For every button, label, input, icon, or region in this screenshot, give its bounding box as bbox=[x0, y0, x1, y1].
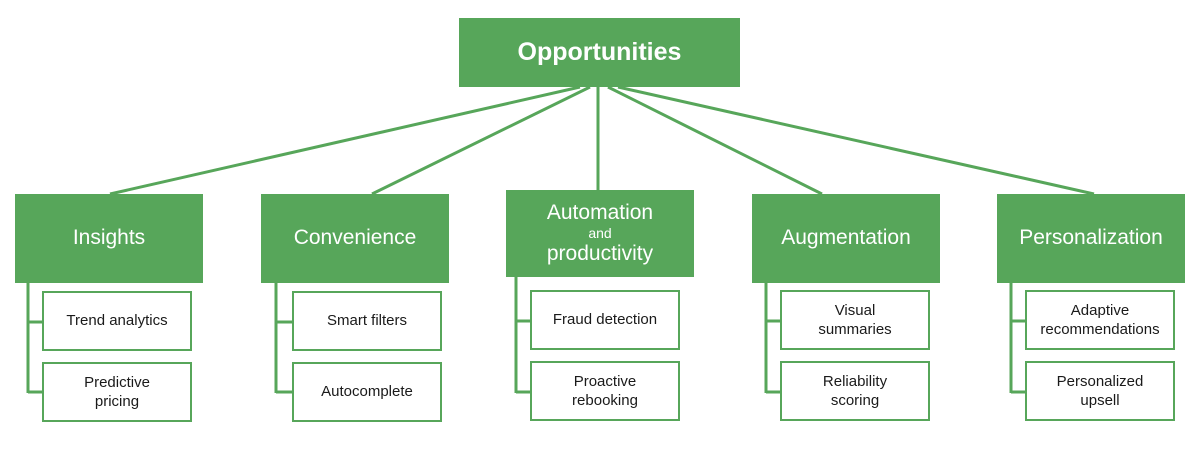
edge-root-personalization bbox=[617, 85, 1095, 196]
leaf-label-line: Adaptive bbox=[1070, 301, 1130, 319]
leaf-fraud-detection: Fraud detection bbox=[530, 290, 680, 350]
leaf-label-line: Personalized bbox=[1056, 372, 1144, 390]
leaf-reliability-scoring: Reliability scoring bbox=[780, 361, 930, 421]
root-label: Opportunities bbox=[517, 38, 682, 66]
category-label: Personalization bbox=[1019, 226, 1163, 250]
leaf-personalized-upsell: Personalized upsell bbox=[1025, 361, 1175, 421]
leaf-trend-analytics: Trend analytics bbox=[42, 291, 192, 351]
leaf-autocomplete: Autocomplete bbox=[292, 362, 442, 422]
leaf-label-line: recommendations bbox=[1040, 321, 1160, 338]
leaf-proactive-rebooking: Proactive rebooking bbox=[530, 361, 680, 421]
leaf-smart-filters: Smart filters bbox=[292, 291, 442, 351]
category-label: Augmentation bbox=[781, 226, 911, 250]
edge-root-convenience bbox=[371, 85, 591, 196]
leaf-label: Trend analytics bbox=[66, 312, 168, 330]
leaf-visual-summaries: Visual summaries bbox=[780, 290, 930, 350]
edge-root-insights bbox=[109, 85, 581, 196]
category-label: Insights bbox=[72, 226, 146, 250]
leaf-label-line: Visual bbox=[834, 301, 876, 319]
leaf-adaptive-recommendations: Adaptive recommendations bbox=[1025, 290, 1175, 350]
category-personalization: Personalization bbox=[997, 194, 1185, 283]
leaf-label-line: Predictive bbox=[84, 373, 150, 391]
leaf-label: Smart filters bbox=[326, 312, 407, 330]
leaf-label-line: Reliability bbox=[822, 372, 888, 390]
leaf-label-line: rebooking bbox=[572, 392, 638, 409]
leaf-label-line: pricing bbox=[94, 393, 140, 410]
leaf-label-line: Proactive bbox=[573, 372, 637, 390]
category-convenience: Convenience bbox=[261, 194, 449, 283]
category-label-line: and bbox=[588, 225, 612, 242]
leaf-label-line: summaries bbox=[818, 321, 892, 338]
leaf-predictive-pricing: Predictive pricing bbox=[42, 362, 192, 422]
category-label-line: Automation bbox=[546, 200, 654, 224]
category-augmentation: Augmentation bbox=[752, 194, 940, 283]
category-insights: Insights bbox=[15, 194, 203, 283]
category-label-line: productivity bbox=[546, 241, 654, 265]
leaf-label: Autocomplete bbox=[321, 383, 413, 401]
leaf-label-line: scoring bbox=[830, 392, 880, 409]
leaf-label: Fraud detection bbox=[552, 311, 658, 329]
category-label: Convenience bbox=[293, 226, 417, 250]
root-node: Opportunities bbox=[459, 18, 740, 87]
category-automation-and-productivity: Automation and productivity bbox=[506, 190, 694, 277]
edge-root-augmentation bbox=[607, 85, 823, 196]
leaf-label-line: upsell bbox=[1080, 392, 1120, 409]
